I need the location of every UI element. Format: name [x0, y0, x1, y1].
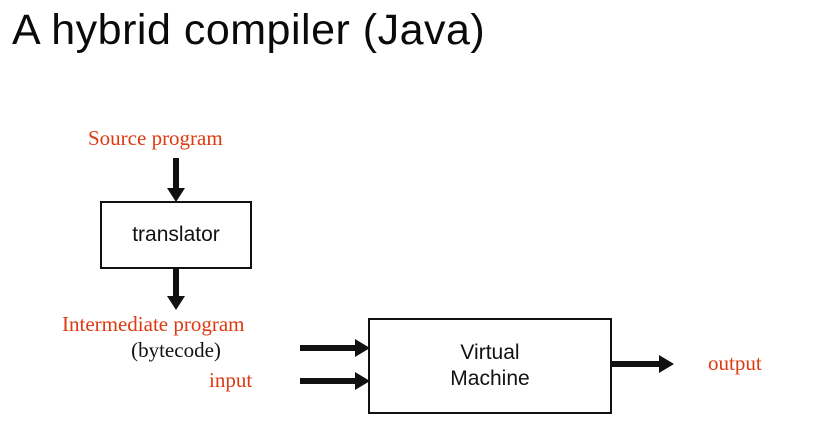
label-input: input [209, 368, 253, 392]
translator-box-label: translator [132, 222, 220, 246]
arrow-bytecode-to-vm-icon [300, 338, 370, 358]
arrow-translator-to-intermediate-icon [165, 268, 187, 310]
page-title: A hybrid compiler (Java) [12, 6, 486, 54]
arrow-source-to-translator-icon [165, 158, 187, 202]
arrow-vm-to-output-icon [612, 354, 674, 374]
label-output: output [708, 351, 762, 375]
arrow-input-to-vm-icon [300, 371, 370, 391]
virtual-machine-box: Virtual Machine [368, 318, 612, 414]
label-source-program: Source program [88, 126, 223, 150]
label-bytecode: (bytecode) [131, 338, 221, 362]
virtual-machine-box-label: Virtual Machine [450, 340, 530, 390]
label-intermediate-program: Intermediate program [62, 312, 245, 336]
translator-box: translator [100, 201, 252, 269]
